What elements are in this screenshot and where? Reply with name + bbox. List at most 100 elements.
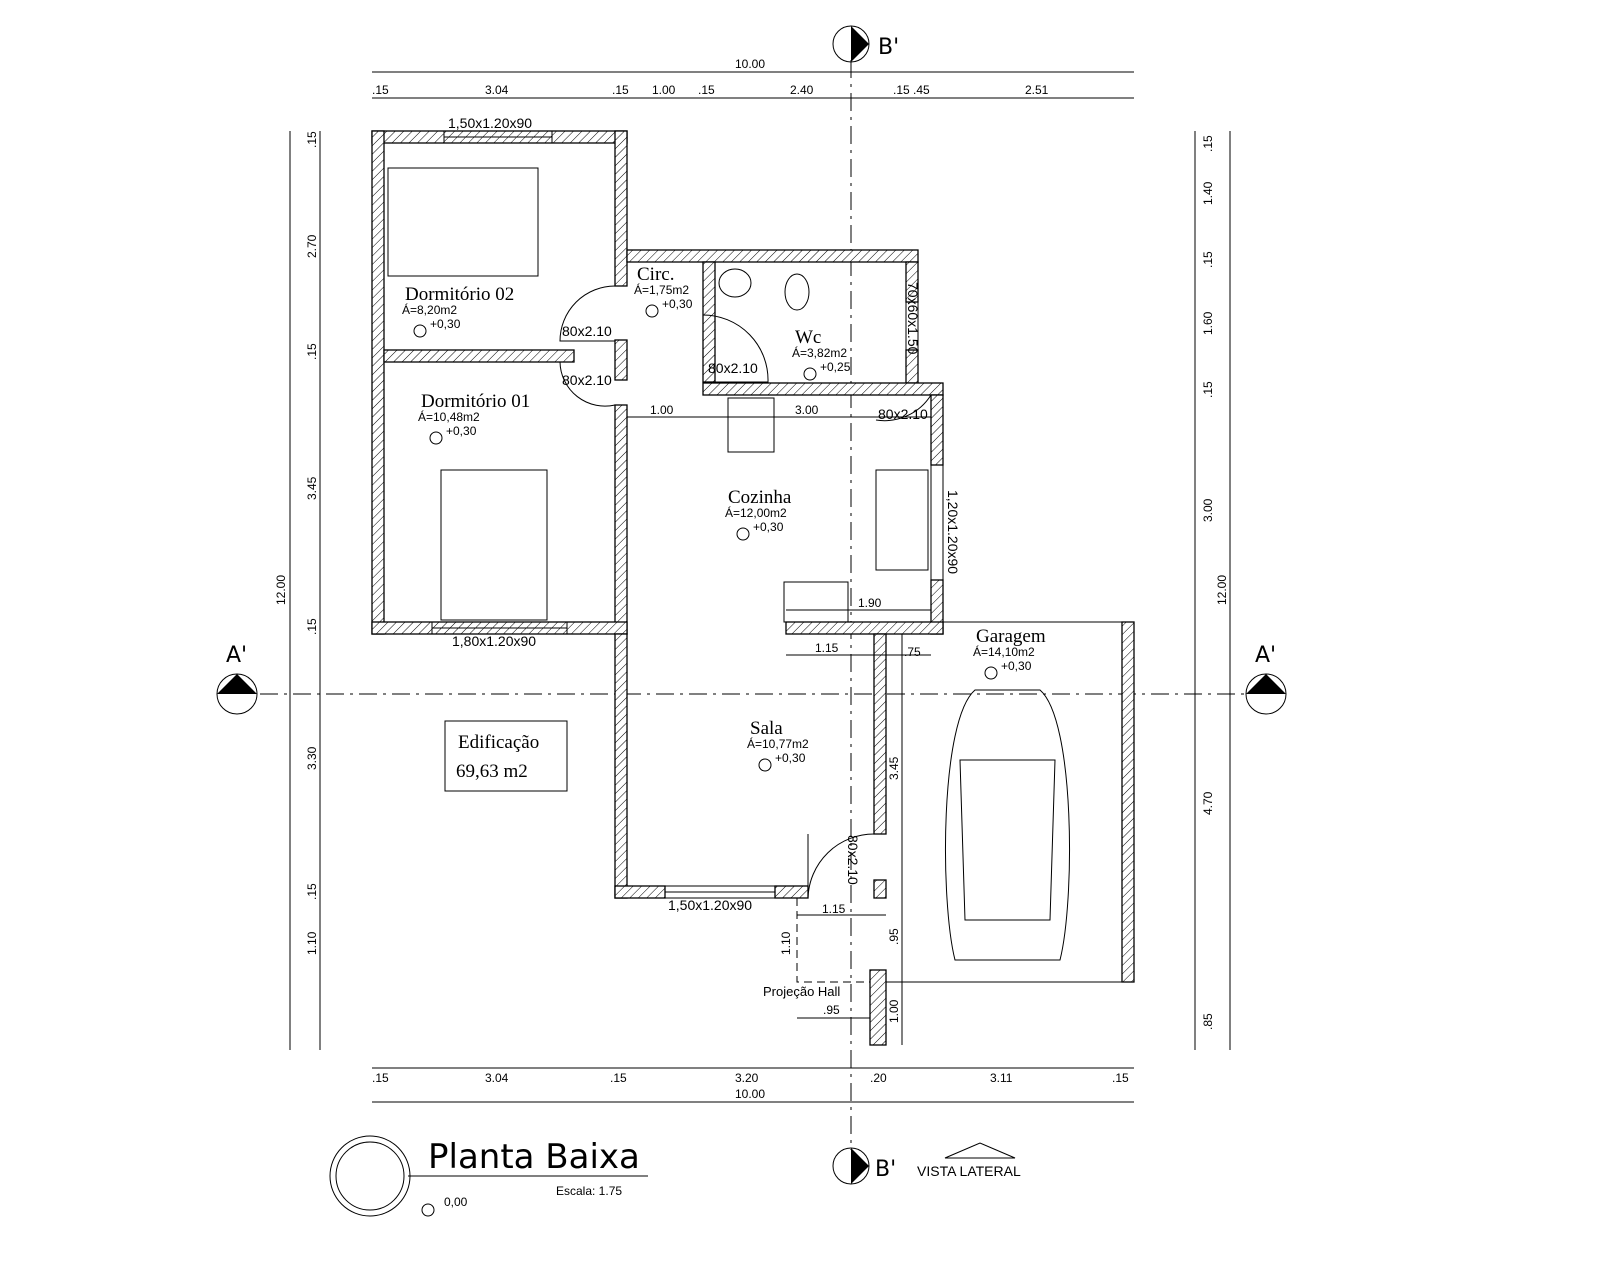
side-view-label: VISTA LATERAL <box>917 1163 1021 1179</box>
dim-bottom-total: 10.00 <box>735 1087 765 1101</box>
level-marker-icon <box>645 304 659 318</box>
level-marker-icon <box>736 527 750 541</box>
level-marker-icon <box>758 758 772 772</box>
section-marker-b-top: B' <box>832 25 899 63</box>
opening-label: 80x2.10 <box>878 406 928 422</box>
dim-left: .15 <box>305 131 319 148</box>
windows <box>431 130 944 899</box>
dim-left: .15 <box>305 883 319 900</box>
room-name: Sala <box>750 718 783 739</box>
dim-bottom: 3.20 <box>735 1071 759 1085</box>
opening-label: 80x2.10 <box>562 372 612 388</box>
room-name: Cozinha <box>728 487 792 508</box>
opening-label: 1,20x1.20x90 <box>945 490 961 574</box>
room-level: +0,30 <box>662 297 693 311</box>
dim-top: .15 <box>893 83 910 97</box>
dim-interior: .75 <box>904 645 921 659</box>
dim-bottom: .15 <box>610 1071 627 1085</box>
dim-interior: 3.00 <box>795 403 819 417</box>
title-block: Planta Baixa Escala: 1.75 0,00 VISTA LAT… <box>329 1135 1021 1217</box>
building-area: 69,63 m2 <box>456 761 528 782</box>
dim-top: .15 <box>612 83 629 97</box>
dim-top: .15 <box>698 83 715 97</box>
room-name: Dormitório 02 <box>405 284 514 305</box>
dim-right: 1.40 <box>1201 181 1215 205</box>
room-level: +0,30 <box>430 317 461 331</box>
level-marker: 0,00 <box>444 1195 468 1209</box>
opening-label: 1,80x1.20x90 <box>452 633 536 649</box>
dim-bottom: 3.11 <box>990 1071 1013 1085</box>
dim-bottom: .20 <box>870 1071 887 1085</box>
dim-left: 3.45 <box>305 476 319 500</box>
room-area: Á=12,00m2 <box>725 505 787 520</box>
dim-top-total: 10.00 <box>735 57 765 71</box>
dim-interior: 1.00 <box>650 403 674 417</box>
dim-interior: 1.00 <box>887 999 901 1023</box>
room-level: +0,25 <box>820 360 851 374</box>
level-marker-icon <box>984 666 998 680</box>
dim-interior: 1.10 <box>779 931 793 955</box>
room-name: Wc <box>795 327 821 348</box>
dim-right: .15 <box>1201 135 1215 152</box>
room-area: Á=8,20m2 <box>402 302 457 317</box>
opening-label: 80x2.10 <box>845 835 861 885</box>
garage-outline <box>387 167 1134 983</box>
room-level: +0,30 <box>775 751 806 765</box>
dim-right: 1.60 <box>1201 311 1215 335</box>
room-level: +0,30 <box>1001 659 1032 673</box>
dim-left: 3.30 <box>305 746 319 770</box>
dim-right: .85 <box>1201 1013 1215 1030</box>
level-marker-icon <box>413 324 427 338</box>
dim-right: 4.70 <box>1201 791 1215 815</box>
dim-left: .15 <box>305 343 319 360</box>
dim-right: .15 <box>1201 251 1215 268</box>
dim-interior: 1.90 <box>858 596 882 610</box>
drawing-scale: Escala: 1.75 <box>556 1184 622 1198</box>
walls <box>371 130 1135 1046</box>
dim-left-total: 12.00 <box>274 575 288 605</box>
room-area: Á=3,82m2 <box>792 345 847 360</box>
dim-interior: 1.15 <box>822 902 846 916</box>
svg-text:B': B' <box>875 1157 896 1182</box>
opening-label: 80x2.10 <box>562 323 612 339</box>
dimension-lines <box>289 71 1231 1103</box>
dim-interior: .95 <box>887 928 901 945</box>
dim-right: 3.00 <box>1201 498 1215 522</box>
doors <box>559 285 932 899</box>
section-marker-a-left: A' <box>216 643 258 715</box>
dim-top: 2.40 <box>790 83 814 97</box>
dim-left: 2.70 <box>305 234 319 258</box>
room-area: Á=10,77m2 <box>747 736 809 751</box>
section-marker-a-right: A' <box>1245 643 1287 715</box>
room-name: Garagem <box>976 626 1046 647</box>
level-marker-icon <box>429 431 443 445</box>
hall-projection-label: Projeção Hall <box>763 984 840 999</box>
room-name: Dormitório 01 <box>421 391 530 412</box>
room-level: +0,30 <box>446 424 477 438</box>
svg-text:A': A' <box>1255 643 1276 668</box>
dim-bottom: .15 <box>372 1071 389 1085</box>
opening-label: 1,50x1.20x90 <box>448 115 532 131</box>
dim-right: .15 <box>1201 381 1215 398</box>
section-marker-b-bottom: B' <box>832 1147 896 1185</box>
dim-bottom: 3.04 <box>485 1071 509 1085</box>
room-level: +0,30 <box>753 520 784 534</box>
opening-label: 80x2.10 <box>708 360 758 376</box>
room-area: Á=1,75m2 <box>634 282 689 297</box>
dim-left: .15 <box>305 618 319 635</box>
dim-right-total: 12.00 <box>1215 575 1229 605</box>
room-area: Á=10,48m2 <box>418 409 480 424</box>
svg-text:A': A' <box>226 643 247 668</box>
building-area-box <box>444 720 568 792</box>
dim-top: 2.51 <box>1025 83 1049 97</box>
dim-top: .45 <box>913 83 930 97</box>
room-area: Á=14,10m2 <box>973 644 1035 659</box>
dim-interior: 3.45 <box>887 756 901 780</box>
room-name: Circ. <box>637 264 674 285</box>
dim-top: 3.04 <box>485 83 509 97</box>
dim-left: 1.10 <box>305 931 319 955</box>
dim-interior: 1.15 <box>815 641 839 655</box>
opening-label: 1,50x1.20x90 <box>668 897 752 913</box>
dim-bottom: .15 <box>1112 1071 1129 1085</box>
